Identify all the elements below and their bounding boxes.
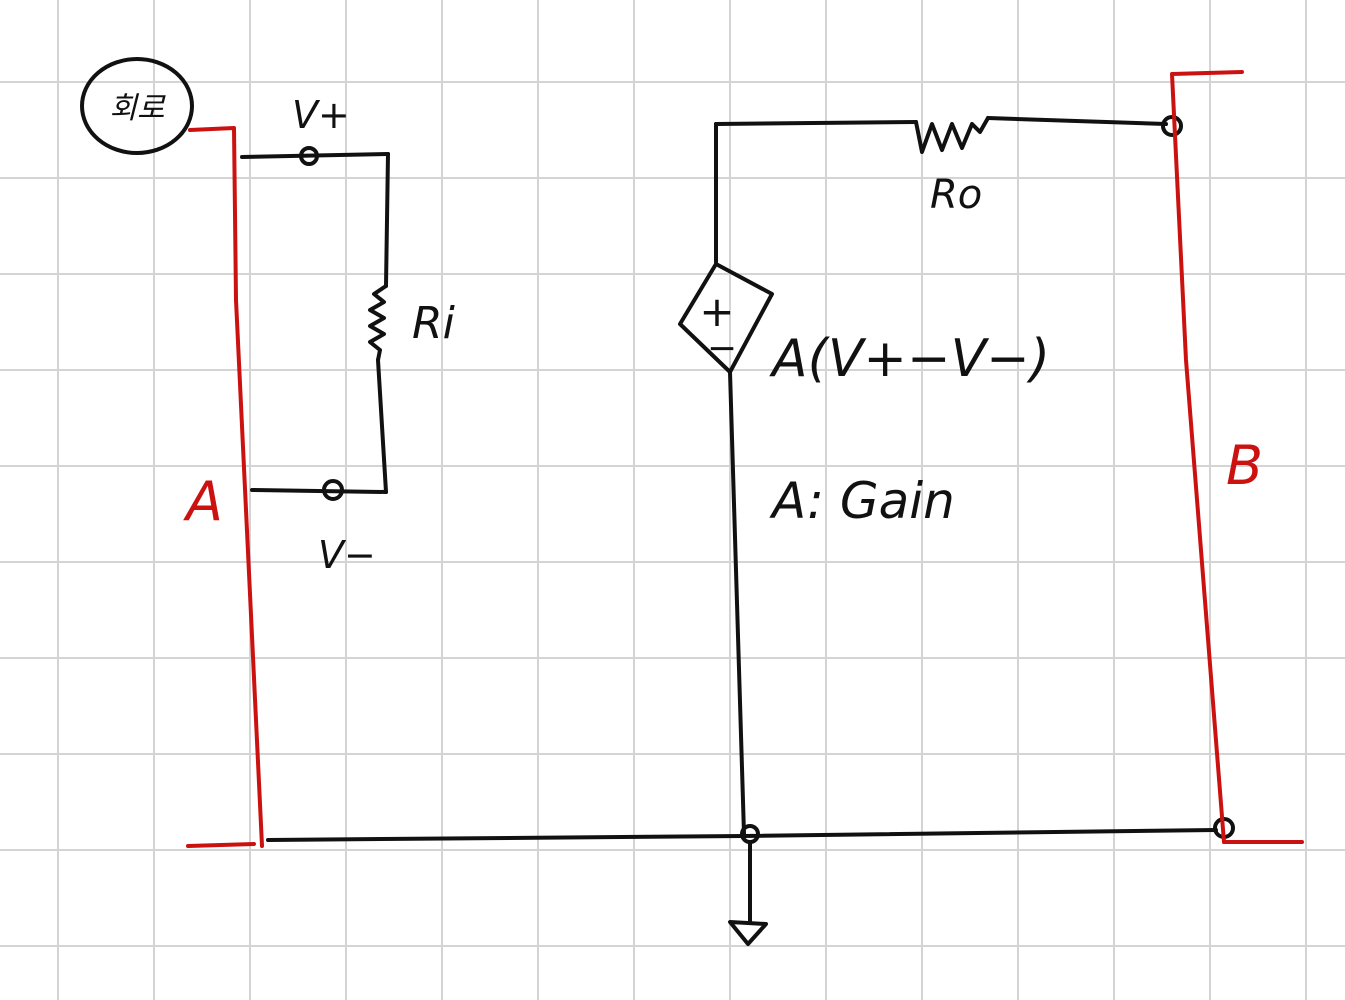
ri-resistor-icon [368, 284, 388, 362]
source-plus-sign: + [699, 287, 734, 336]
gain-note: A: Gain [769, 472, 955, 530]
ground-section [266, 817, 1235, 946]
v-minus-wire [250, 488, 388, 494]
bracket-a-label: A [183, 470, 223, 533]
output-section: Ro + − A(V+−V−) A: Gain [678, 115, 1183, 836]
bracket-b-label: B [1226, 434, 1263, 497]
bracket-a-foot [186, 842, 256, 848]
bracket-a-line [188, 126, 264, 848]
badge-text: 회로 [109, 91, 166, 126]
ri-label: Ri [412, 298, 456, 349]
ground-symbol-icon [728, 920, 768, 946]
bracket-b-line [1170, 70, 1244, 844]
v-minus-terminal [322, 479, 344, 501]
source-minus-sign: − [707, 328, 737, 369]
ri-lower-wire [376, 358, 388, 494]
source-expression: A(V+−V−) [769, 329, 1050, 389]
ro-label: Ro [930, 172, 982, 218]
output-top-wire [714, 120, 918, 126]
circled-badge: 회로 [80, 57, 194, 155]
output-top-terminal [1161, 115, 1183, 137]
badge-circle [80, 57, 194, 155]
bracket-b: B [1170, 70, 1304, 844]
v-minus-label: V− [318, 533, 376, 577]
v-plus-terminal [299, 146, 319, 166]
output-top-wire-right [986, 116, 1168, 126]
ri-upper-wire [384, 152, 390, 288]
input-section: V+ Ri V− [240, 93, 456, 577]
source-lower-wire [728, 370, 746, 836]
ro-resistor-icon [914, 116, 990, 154]
bracket-a: A [183, 126, 264, 848]
v-plus-label: V+ [292, 93, 350, 137]
